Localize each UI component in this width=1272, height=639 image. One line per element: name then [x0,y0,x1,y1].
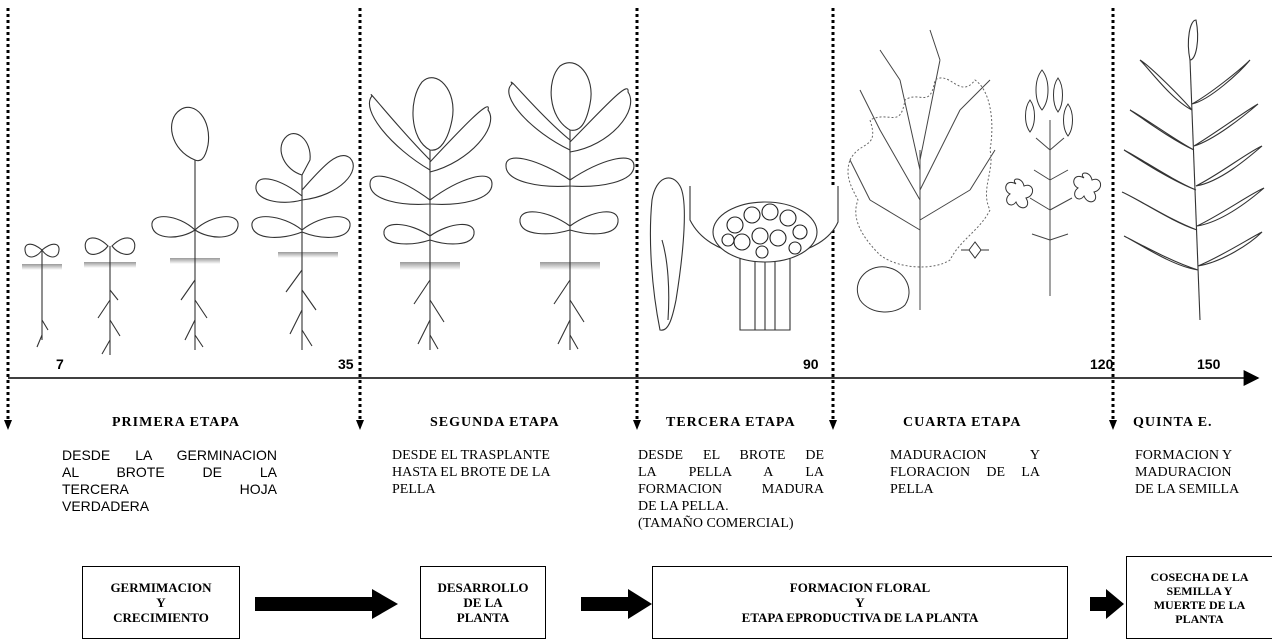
day-marker-120: 120 [1090,356,1113,372]
stage-description-line: FORMACION MADURA [638,481,824,498]
phase-box-line: DE LA [421,595,545,610]
phase-box-line: FORMACION FLORAL [653,580,1067,595]
stage-title-1: PRIMERA ETAPA [112,415,240,431]
flow-arrow-3 [1090,589,1124,619]
phase-box-line: ETAPA EPRODUCTIVA DE LA PLANTA [653,610,1067,625]
stage-title-2: SEGUNDA ETAPA [430,415,560,431]
day-marker-150: 150 [1197,356,1220,372]
stage-description-5: FORMACION Y MADURACION DE LA SEMILLA [1135,447,1267,498]
stage-title-5: QUINTA E. [1133,415,1213,431]
phase-box-line: CRECIMIENTO [83,610,239,625]
phase-box-development: DESARROLLO DE LA PLANTA [420,566,546,639]
phase-box-germination: GERMIMACION Y CRECIMIENTO [82,566,240,639]
stage-description-line: FORMACION Y [1135,447,1267,464]
stage-description-line: VERDADERA [62,498,277,515]
stage-description-line: PELLA [890,481,1040,498]
stage-description-line: DESDE LA GERMINACION [62,447,277,464]
flow-arrow-1 [255,589,398,619]
seed-pod-branch-icon [1122,20,1264,320]
phase-box-flowering: FORMACION FLORAL Y ETAPA EPRODUCTIVA DE … [652,566,1068,639]
phase-box-line: GERMIMACION [83,580,239,595]
stage-description-line: LA PELLA A LA [638,464,824,481]
stage-description-line: DESDE EL TRASPLANTE [392,447,604,464]
phase-box-line: Y [83,595,239,610]
seedling-icon [22,107,353,355]
stage-description-2: DESDE EL TRASPLANTE HASTA EL BROTE DE LA… [392,447,604,498]
stage-description-line: DESDE EL BROTE DE [638,447,824,464]
day-marker-35: 35 [338,356,354,372]
phase-box-harvest: COSECHA DE LA SEMILLA Y MUERTE DE LA PLA… [1126,556,1272,639]
stage-description-line: TERCERA HOJA [62,481,277,498]
stage-description-line: AL BROTE DE LA [62,464,277,481]
stage-description-4: MADURACION Y FLORACION DE LA PELLA [890,447,1040,498]
flow-arrow-2 [581,589,652,619]
young-plant-icon [369,63,634,350]
phase-box-line: DESARROLLO [421,580,545,595]
stage-description-line: HASTA EL BROTE DE LA [392,464,604,481]
stage-description-line: PELLA [392,481,604,498]
stage-description-line: DE LA SEMILLA [1135,481,1267,498]
stage-title-4: CUARTA ETAPA [903,415,1021,431]
curd-head-icon [650,178,838,330]
phase-box-line: Y [653,595,1067,610]
day-marker-7: 7 [56,356,64,372]
stage-description-1: DESDE LA GERMINACION AL BROTE DE LA TERC… [62,447,277,515]
day-marker-90: 90 [803,356,819,372]
stage-description-3: DESDE EL BROTE DE LA PELLA A LA FORMACIO… [638,447,824,532]
phase-box-line: COSECHA DE LA [1127,570,1272,584]
stage-description-line: DE LA PELLA. [638,498,824,515]
phase-box-line: PLANTA [1127,612,1272,626]
phase-box-line: SEMILLA Y [1127,584,1272,598]
phase-box-line: PLANTA [421,610,545,625]
phase-box-line: MUERTE DE LA [1127,598,1272,612]
stage-description-line: (TAMAÑO COMERCIAL) [638,515,824,532]
flowering-stalk-icon [848,30,1101,312]
stage-description-line: MADURACION Y [890,447,1040,464]
stage-description-line: FLORACION DE LA [890,464,1040,481]
stage-title-3: TERCERA ETAPA [666,415,796,431]
stage-description-line: MADURACION [1135,464,1267,481]
